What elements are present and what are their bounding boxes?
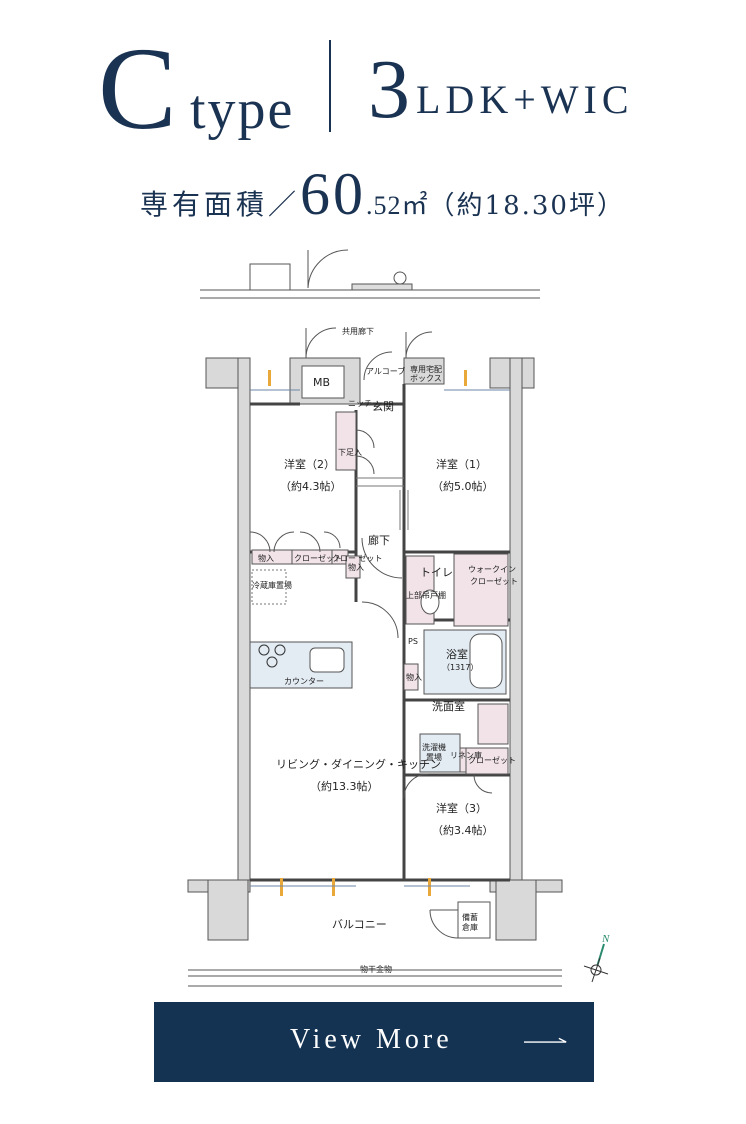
window-markers — [268, 370, 467, 896]
floor-plan: MB — [0, 230, 746, 1000]
common-corridor-railing — [200, 249, 540, 299]
label-ps: PS — [408, 637, 418, 646]
interior-walls — [250, 384, 510, 882]
label-western-2-size: （約4.3帖） — [280, 479, 342, 493]
room-count: 3 — [368, 43, 410, 136]
label-washer-2: 置場 — [426, 752, 442, 762]
storage-areas — [251, 411, 509, 775]
thin-partitions — [356, 477, 409, 530]
mb-box — [301, 365, 345, 399]
label-storage-balcony-2: 倉庫 — [462, 922, 478, 932]
label-ldk: リビング・ダイニング・キッチン — [276, 757, 441, 771]
area-tsubo: （約18.30坪） — [428, 191, 625, 221]
label-storage-3: 物入 — [406, 672, 422, 682]
label-western-1: 洋室（1） — [436, 457, 487, 471]
layout-type: LDK+WIC — [416, 77, 634, 122]
entrance-doors — [305, 327, 433, 381]
label-storage-1: 物入 — [258, 553, 274, 563]
label-counter: カウンター — [284, 677, 324, 686]
label-ldk-size: （約13.3帖） — [310, 779, 379, 793]
label-closet-1: クローゼット — [294, 553, 342, 563]
compass-n: N — [601, 933, 610, 945]
outer-walls — [187, 357, 563, 941]
label-upper-cabinet: 上部吊戸棚 — [406, 590, 446, 600]
fridge-space — [251, 569, 287, 605]
label-washroom: 洗面室 — [432, 699, 465, 713]
balcony-structure — [188, 901, 562, 987]
label-closet-2: クロー ゼット — [332, 553, 383, 563]
label-niche: ニッチ — [348, 399, 372, 408]
label-alcove: アルコーブ — [366, 366, 405, 376]
label-common-corridor: 共用廊下 — [342, 326, 374, 336]
title-divider — [329, 40, 331, 132]
label-wic-2: クローゼット — [470, 576, 518, 586]
label-wic-1: ウォークイン — [468, 565, 516, 574]
type-word: type — [190, 79, 295, 141]
label-mb: MB — [313, 376, 330, 389]
floor-plan-drawing: MB — [187, 249, 610, 987]
label-entrance: 玄関 — [372, 399, 394, 413]
view-more-button[interactable]: View More — [154, 1002, 594, 1082]
label-western-3-size: （約3.4帖） — [432, 823, 494, 837]
interior-doors — [249, 429, 493, 799]
compass-icon: N — [583, 933, 610, 983]
label-bath: 浴室 — [446, 647, 468, 661]
floor-area: 専有面積／60.52㎡（約18.30坪） — [140, 160, 625, 227]
label-toilet: トイレ — [420, 566, 453, 579]
label-delivery-box-2: ボックス — [410, 374, 442, 383]
label-delivery-box-1: 専用宅配 — [410, 364, 442, 374]
label-laundry-rail: 物干金物 — [360, 964, 392, 974]
label-fridge: 冷蔵庫置場 — [252, 580, 292, 590]
label-storage-2: 物入 — [348, 562, 364, 572]
toilet-bowl — [420, 589, 440, 615]
label-western-2: 洋室（2） — [284, 457, 335, 471]
bathtub — [469, 633, 503, 689]
area-value-int: 60 — [300, 161, 367, 227]
label-bath-size: （1317） — [442, 663, 478, 672]
area-value-dec: .52㎡ — [366, 191, 429, 220]
header: C type 3 LDK+WIC 専有面積／60.52㎡（約18.30坪） — [0, 0, 746, 240]
area-label: 専有面積／ — [140, 188, 301, 221]
label-balcony: バルコニー — [332, 918, 387, 931]
type-letter: C — [98, 23, 177, 154]
label-linen: リネン庫 — [450, 750, 482, 760]
label-western-3: 洋室（3） — [436, 801, 487, 815]
window-frames — [250, 389, 510, 887]
label-western-1-size: （約5.0帖） — [432, 479, 494, 493]
label-shoe-box: 下足入 — [338, 448, 362, 457]
arrow-right-icon — [524, 1037, 567, 1043]
label-corridor: 廊下 — [368, 533, 390, 547]
kitchen-sink — [309, 647, 345, 673]
label-storage-balcony-1: 備蓄 — [462, 912, 478, 922]
label-washer-1: 洗濯機 — [422, 742, 446, 752]
view-more-label: View More — [290, 1024, 453, 1055]
stove — [258, 644, 286, 668]
label-closet-3: クローゼット — [468, 755, 516, 765]
